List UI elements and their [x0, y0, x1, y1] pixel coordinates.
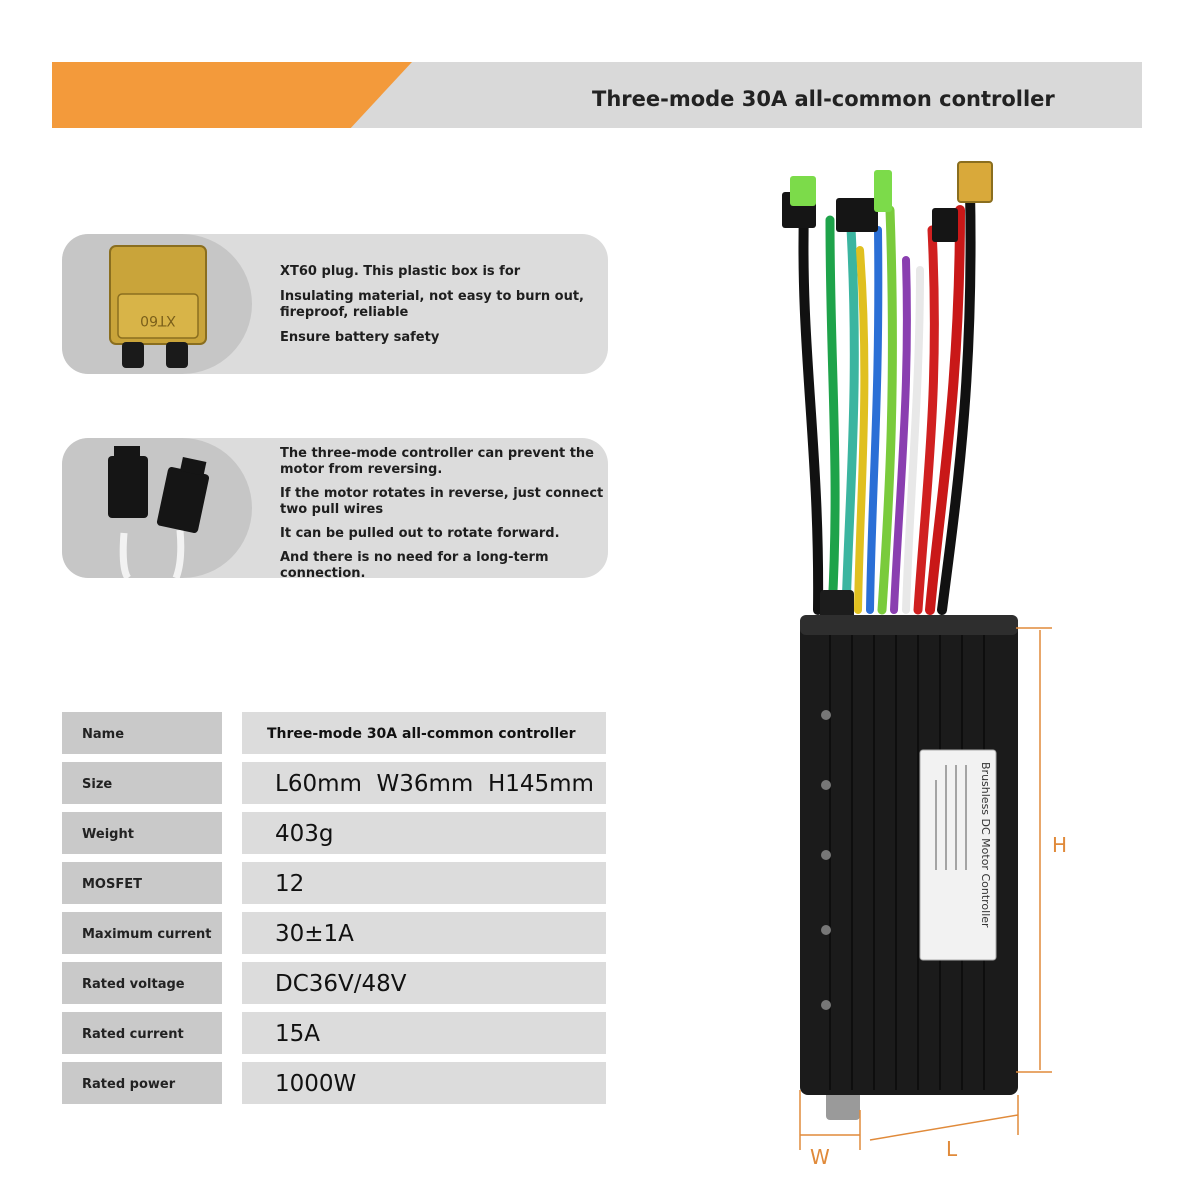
spec-row-rated-power: Rated power 1000W — [62, 1062, 606, 1104]
banner-accent — [52, 62, 412, 128]
spec-row-name: Name Three-mode 30A all-common controlle… — [62, 712, 606, 754]
feature-xt60: XT60 XT60 plug. This plastic box is for … — [62, 234, 608, 374]
spec-value: 12 — [242, 862, 606, 904]
xt60-plug-icon: XT60 — [109, 245, 207, 368]
pull-wire-description: The three-mode controller can prevent th… — [280, 446, 608, 578]
feature-line: It can be pulled out to rotate forward. — [280, 526, 560, 541]
xt60-embossed-label: XT60 — [140, 312, 176, 328]
spec-row-mosfet: MOSFET 12 — [62, 862, 606, 904]
sticker-title: Brushless DC Motor Controller — [979, 762, 992, 928]
spec-value: Three-mode 30A all-common controller — [242, 712, 606, 754]
spec-label: MOSFET — [62, 862, 222, 904]
spec-value: 15A — [242, 1012, 606, 1054]
spec-label: Weight — [62, 812, 222, 854]
height-dimension-label: H — [1052, 833, 1067, 857]
spec-label: Name — [62, 712, 222, 754]
spec-label: Rated voltage — [62, 962, 222, 1004]
feature-line: Ensure battery safety — [280, 330, 440, 345]
spec-row-size: Size L60mm W36mm H145mm — [62, 762, 606, 804]
spec-row-rated-current: Rated current 15A — [62, 1012, 606, 1054]
feature-line: XT60 plug. This plastic box is for — [280, 264, 521, 279]
spec-value: L60mm W36mm H145mm — [242, 762, 606, 804]
spec-value: DC36V/48V — [242, 962, 606, 1004]
xt60-description: XT60 plug. This plastic box is for Insul… — [280, 264, 608, 355]
length-dimension-label: L — [946, 1137, 958, 1161]
spec-label: Size — [62, 762, 222, 804]
feature-line: If the motor rotates in reverse, just co… — [280, 486, 604, 517]
width-dimension-label: W — [810, 1145, 830, 1169]
spec-value: 30±1A — [242, 912, 606, 954]
spec-label: Rated power — [62, 1062, 222, 1104]
feature-pull-wires: The three-mode controller can prevent th… — [62, 438, 608, 578]
connector-thumb — [62, 438, 252, 578]
feature-line: The three-mode controller can prevent th… — [280, 446, 594, 477]
spec-row-max-current: Maximum current 30±1A — [62, 912, 606, 954]
spec-label: Maximum current — [62, 912, 222, 954]
xt60-thumb: XT60 — [62, 234, 252, 374]
spec-value: 403g — [242, 812, 606, 854]
title-banner: Three-mode 30A all-common controller — [52, 62, 1142, 128]
spec-row-weight: Weight 403g — [62, 812, 606, 854]
spec-row-rated-voltage: Rated voltage DC36V/48V — [62, 962, 606, 1004]
page-title: Three-mode 30A all-common controller — [592, 87, 1055, 111]
feature-line: And there is no need for a long-term con… — [280, 550, 549, 578]
pull-wire-connector-icon — [108, 446, 210, 578]
spec-value: 1000W — [242, 1062, 606, 1104]
spec-label: Rated current — [62, 1012, 222, 1054]
feature-line: Insulating material, not easy to burn ou… — [280, 289, 584, 320]
controller-product-image: Brushless DC Motor Controller H W L — [782, 161, 1067, 1169]
